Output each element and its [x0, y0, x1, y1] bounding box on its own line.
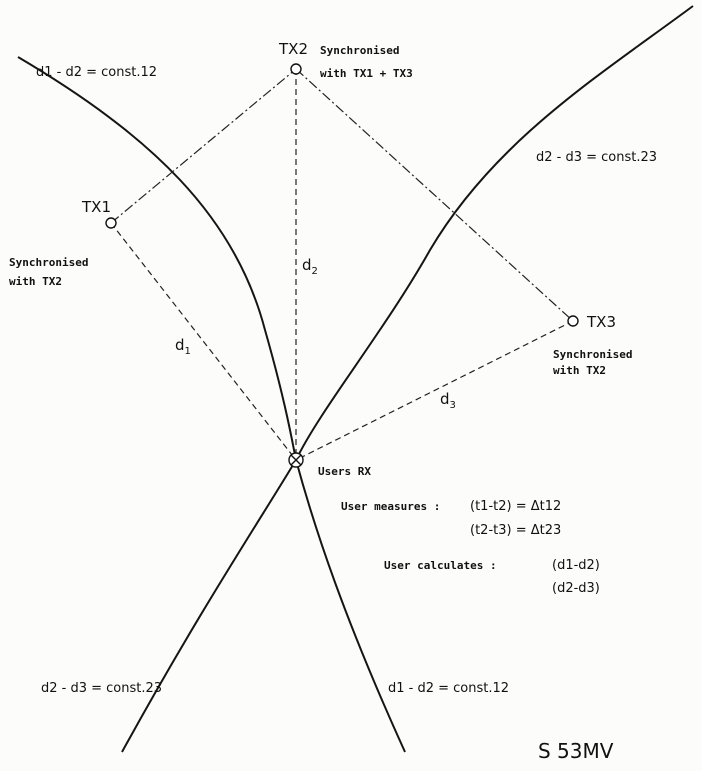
receiver-node [288, 452, 304, 468]
range-d3-line [295, 320, 574, 461]
tx1-label: TX1 [81, 198, 111, 216]
tx3-sync-note-line1: Synchronised [553, 348, 632, 361]
range-d1-line [110, 222, 297, 461]
tx2-label: TX2 [278, 40, 308, 58]
user-calculates-equation-2: (d2-d3) [552, 581, 600, 596]
figure-code: S 53MV [538, 739, 614, 763]
tx3-node [567, 315, 579, 327]
distance-d2-label: d2 [302, 256, 318, 277]
tx2-sync-note-line2: with TX1 + TX3 [320, 67, 413, 80]
hyperbola-d2-d3-bottom-label: d2 - d3 = const.23 [41, 681, 162, 696]
tx2-node [290, 63, 302, 75]
tx2-sync-note-line1: Synchronised [320, 44, 399, 57]
user-measures-equation-2: (t2-t3) = Δt23 [470, 523, 561, 538]
receiver-label: Users RX [318, 465, 371, 478]
hyperbola-d2-d3-top-label: d2 - d3 = const.23 [536, 150, 657, 165]
distance-d3-label: d3 [440, 390, 456, 411]
user-measures-label: User measures : [341, 500, 440, 513]
user-calculates-equation-1: (d1-d2) [552, 558, 600, 573]
baseline-tx1-tx2 [110, 68, 297, 224]
hyperbola-d2-d3 [121, 5, 694, 753]
tx3-label: TX3 [586, 313, 616, 331]
hyperbola-d1-d2 [17, 56, 406, 753]
tx3-sync-note-line2: with TX2 [553, 364, 606, 377]
distance-d1-label: d1 [175, 336, 191, 357]
hyperbola-d1-d2-top-label: d1 - d2 = const.12 [36, 65, 157, 80]
baseline-tx2-tx3 [295, 68, 574, 322]
tx1-sync-note-line1: Synchronised [9, 256, 88, 269]
tx1-node [105, 217, 117, 229]
tx1-sync-note-line2: with TX2 [9, 275, 62, 288]
user-measures-equation-1: (t1-t2) = Δt12 [470, 499, 561, 514]
hyperbola-d1-d2-bottom-label: d1 - d2 = const.12 [388, 681, 509, 696]
user-calculates-label: User calculates : [384, 559, 497, 572]
